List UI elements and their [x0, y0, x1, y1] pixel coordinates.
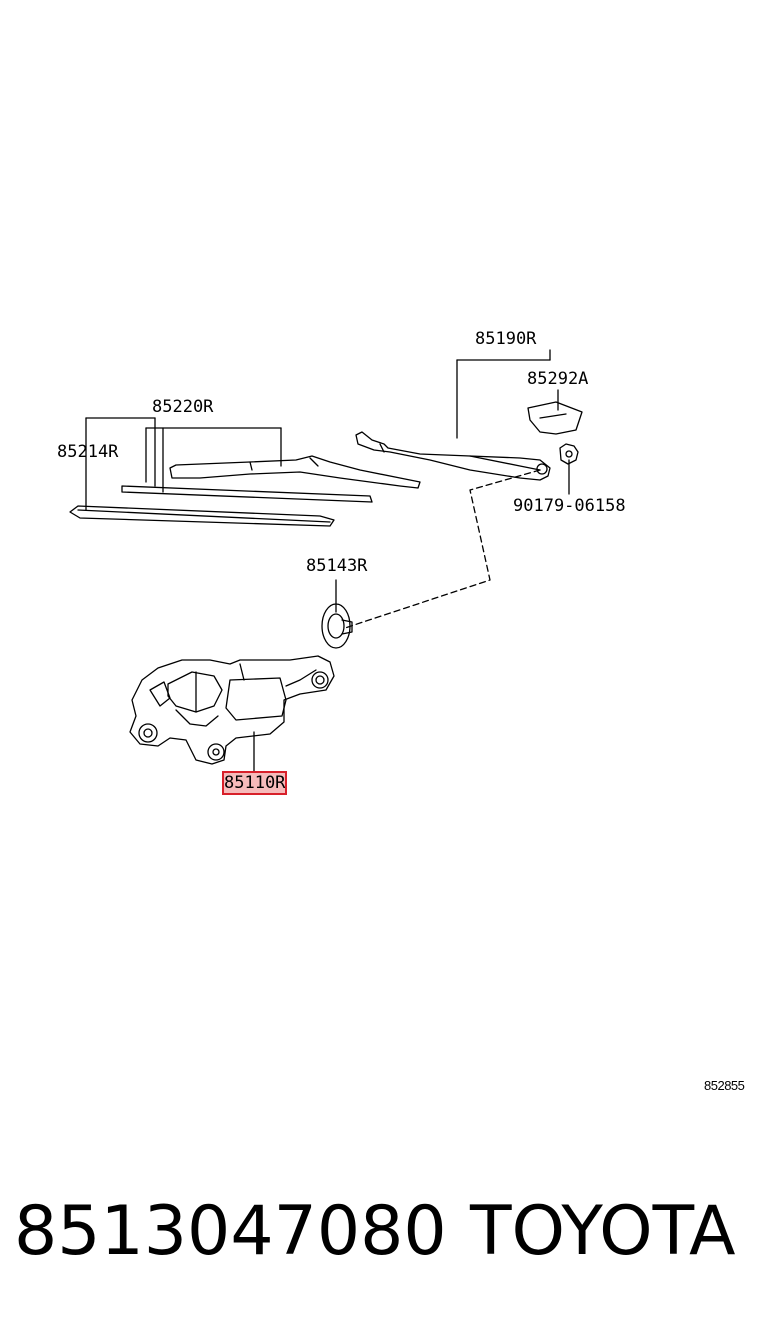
callout-85220[interactable]: 85220R: [152, 397, 214, 417]
brand-name: TOYOTA: [470, 1192, 736, 1271]
wiper-arm: [355, 431, 551, 481]
blade-rubber: [69, 505, 335, 527]
part-number: 8513047080: [14, 1192, 447, 1271]
assembly-dashed-line: [344, 469, 541, 629]
callout-85190[interactable]: 85190R: [475, 329, 537, 349]
wiper-motor: [129, 655, 335, 765]
callout-85110-highlighted[interactable]: 85110R: [221, 771, 288, 795]
callout-85292[interactable]: 85292A: [527, 369, 589, 389]
nut: [559, 443, 579, 465]
callout-85143[interactable]: 85143R: [306, 556, 368, 576]
wiper-blade: [121, 455, 421, 503]
arm-cover: [527, 401, 583, 435]
callout-90179[interactable]: 90179-06158: [513, 496, 626, 516]
leader-85190: [456, 349, 551, 439]
grommet: [321, 603, 353, 649]
reference-code: 852855: [704, 1078, 745, 1093]
leader-85220: [145, 427, 282, 493]
leader-85214: [85, 417, 156, 511]
callout-85214[interactable]: 85214R: [57, 442, 119, 462]
